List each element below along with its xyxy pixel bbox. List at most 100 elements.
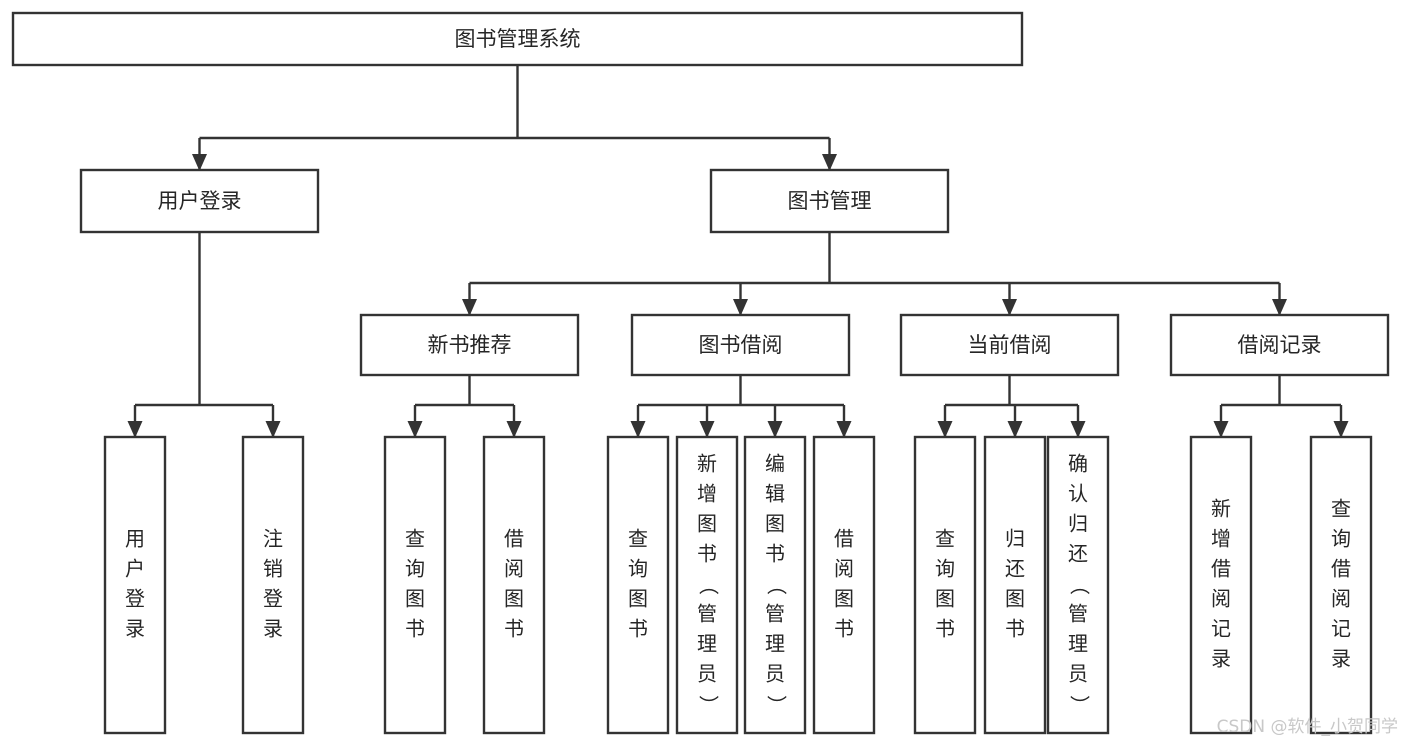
node-label-char: 借: [504, 527, 524, 551]
node-box[interactable]: [241, 435, 305, 735]
arrow-head-icon: [265, 421, 281, 438]
arrow-head-icon: [127, 421, 143, 438]
node-label-char: 书: [1005, 617, 1025, 641]
node-box[interactable]: [709, 168, 950, 234]
node-label-char: 员: [697, 662, 717, 686]
node-box[interactable]: [899, 313, 1120, 377]
node-bookmgmt[interactable]: 图书管理: [709, 168, 950, 234]
node-label-char: 记: [1211, 617, 1231, 641]
node-box[interactable]: [383, 435, 447, 735]
node-label-char: 书: [504, 617, 524, 641]
node-box[interactable]: [812, 435, 876, 735]
node-box[interactable]: [743, 435, 807, 735]
node-label-char: 员: [1068, 662, 1088, 686]
node-label-char: 认: [1068, 482, 1088, 506]
node-label-char: 登: [125, 587, 145, 611]
node-box[interactable]: [79, 168, 320, 234]
node-newbook[interactable]: 新书推荐: [359, 313, 580, 377]
node-label-char: 书: [405, 617, 425, 641]
node-label-char: 录: [263, 617, 283, 641]
node-label-char: 记: [1331, 617, 1351, 641]
edge-group-record: [1213, 375, 1349, 438]
node-label-char: 借: [1211, 557, 1231, 581]
node-label-char: 辑: [765, 482, 785, 506]
edge-group-login: [127, 232, 281, 438]
node-label-char: 还: [1068, 542, 1088, 566]
node-borrow[interactable]: 图书借阅: [630, 313, 851, 377]
node-label-char: 图: [628, 587, 648, 611]
node-label-char: 理: [765, 632, 785, 656]
node-label-char: 图: [405, 587, 425, 611]
node-label-char: 询: [628, 557, 648, 581]
arrow-head-icon: [733, 299, 748, 316]
node-label-char: 还: [1005, 557, 1025, 581]
arrow-head-icon: [462, 299, 477, 316]
node-label-char: 用: [125, 527, 145, 551]
arrow-head-icon: [1007, 421, 1023, 438]
node-box[interactable]: [103, 435, 167, 735]
node-record[interactable]: 借阅记录: [1169, 313, 1390, 377]
node-label-char: 新: [697, 452, 717, 476]
node-label-char: 查: [935, 527, 955, 551]
node-box[interactable]: [1169, 313, 1390, 377]
arrow-head-icon: [506, 421, 522, 438]
node-label-char: （: [1068, 575, 1092, 595]
edges-layer: [127, 65, 1349, 438]
node-label-char: 编: [765, 452, 785, 476]
node-box[interactable]: [1189, 435, 1253, 735]
node-label-char: 询: [405, 557, 425, 581]
node-label-char: 登: [263, 587, 283, 611]
arrow-head-icon: [1272, 299, 1287, 316]
node-label-char: 户: [125, 557, 145, 581]
node-label-char: ）: [1068, 695, 1092, 715]
node-box[interactable]: [675, 435, 739, 735]
node-box[interactable]: [606, 435, 670, 735]
node-label: 新书推荐: [428, 333, 512, 357]
node-box[interactable]: [482, 435, 546, 735]
edge-group-borrow: [630, 375, 852, 438]
node-box[interactable]: [983, 435, 1047, 735]
node-label: 当前借阅: [968, 333, 1052, 357]
node-label-char: 管: [697, 602, 717, 626]
node-root[interactable]: 图书管理系统: [11, 11, 1024, 67]
node-box[interactable]: [1046, 435, 1110, 735]
node-box[interactable]: [359, 313, 580, 377]
node-label-char: ）: [765, 695, 789, 715]
node-box[interactable]: [11, 11, 1024, 67]
edge-group-bookmgmt: [462, 232, 1287, 316]
node-label-char: 图: [697, 512, 717, 536]
node-label-char: 增: [697, 482, 717, 506]
node-label: 图书管理: [788, 189, 872, 213]
node-box[interactable]: [1309, 435, 1373, 735]
node-label-char: 图: [1005, 587, 1025, 611]
node-label-char: 询: [935, 557, 955, 581]
nodes-layer: 图书管理系统用户登录图书管理新书推荐图书借阅当前借阅借阅记录用户登录注销登录查询…: [11, 11, 1390, 735]
node-login[interactable]: 用户登录: [79, 168, 320, 234]
node-label-char: 阅: [834, 557, 854, 581]
node-label-char: 图: [504, 587, 524, 611]
node-label-char: 阅: [504, 557, 524, 581]
node-current[interactable]: 当前借阅: [899, 313, 1120, 377]
node-label: 借阅记录: [1238, 333, 1322, 357]
node-label-char: 管: [1068, 602, 1088, 626]
node-label-char: 图: [834, 587, 854, 611]
node-box[interactable]: [630, 313, 851, 377]
node-label-char: 注: [263, 527, 283, 551]
node-label-char: 新: [1211, 497, 1231, 521]
node-leaf1[interactable]: 用户登录: [103, 435, 167, 735]
node-box[interactable]: [913, 435, 977, 735]
